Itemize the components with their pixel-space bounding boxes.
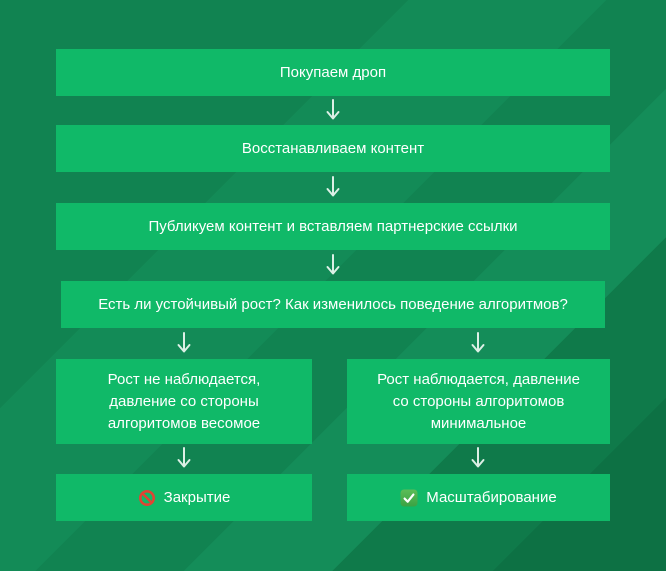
arrow-down-icon-7 [471, 447, 485, 468]
outcome-closure: Закрытие [56, 474, 312, 521]
branch-negative-condition: Рост не наблюдается, давление со стороны… [56, 359, 312, 444]
arrow-down-icon-2 [326, 176, 340, 197]
outcome-scaling: Масштабирование [347, 474, 610, 521]
arrow-down-icon-5 [471, 332, 485, 353]
prohibited-icon [138, 489, 155, 506]
step-buy-drop: Покупаем дроп [56, 49, 610, 96]
branch-negative-condition-label: Рост не наблюдается, давление со стороны… [107, 370, 261, 432]
arrow-down-icon-1 [326, 99, 340, 120]
arrow-down-icon-3 [326, 254, 340, 275]
step-restore-content-label: Восстанавливаем контент [241, 139, 425, 157]
outcome-scaling-label: Масштабирование [426, 488, 557, 506]
check-mark-icon [400, 489, 418, 506]
arrow-down-icon-6 [177, 447, 191, 468]
branch-positive-condition: Рост наблюдается, давление со стороны ал… [347, 359, 610, 444]
step-publish-content-label: Публикуем контент и вставляем партнерски… [148, 217, 518, 235]
branch-positive-condition-label: Рост наблюдается, давление со стороны ал… [377, 370, 580, 432]
step-restore-content: Восстанавливаем контент [56, 125, 610, 172]
step-publish-content: Публикуем контент и вставляем партнерски… [56, 203, 610, 250]
decision-growth-question: Есть ли устойчивый рост? Как изменилось … [61, 281, 605, 328]
decision-growth-question-label: Есть ли устойчивый рост? Как изменилось … [98, 295, 568, 313]
step-buy-drop-label: Покупаем дроп [279, 63, 387, 81]
arrow-down-icon-4 [177, 332, 191, 353]
outcome-closure-label: Закрытие [163, 488, 231, 506]
